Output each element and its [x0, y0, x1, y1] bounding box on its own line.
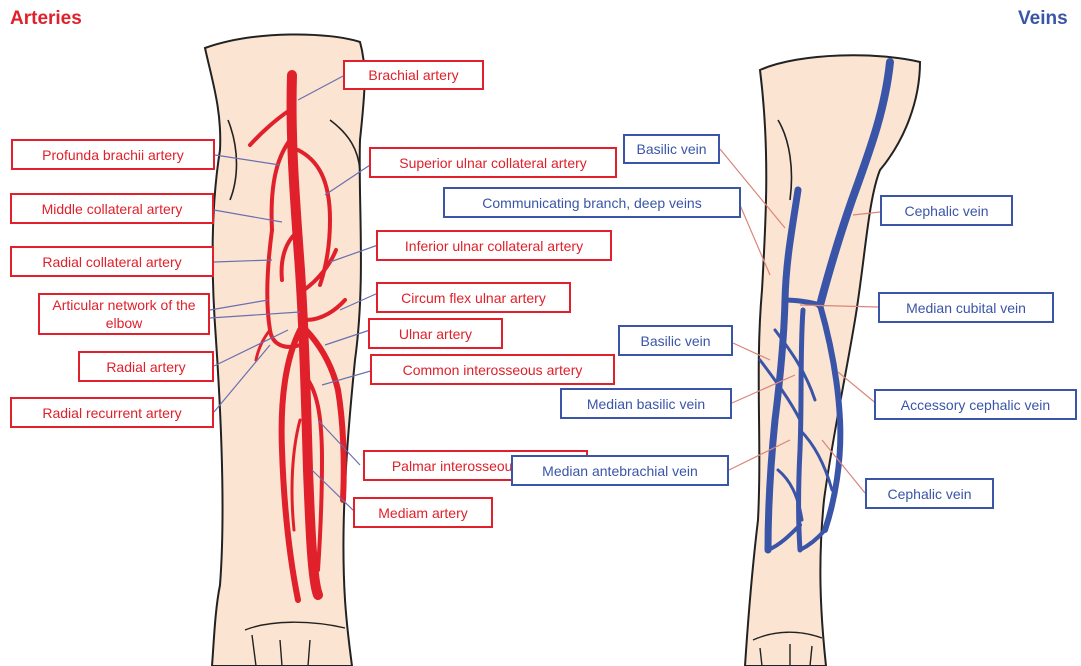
arteries-heading: Arteries — [10, 8, 82, 30]
label-mediam-artery: Mediam artery — [353, 497, 493, 528]
label-communicating-branch-deep-veins: Communicating branch, deep veins — [443, 187, 741, 218]
label-superior-ulnar-collateral-artery: Superior ulnar collateral artery — [369, 147, 617, 178]
label-median-basilic-vein: Median basilic vein — [560, 388, 732, 419]
label-ulnar-artery: Ulnar artery — [368, 318, 503, 349]
label-radial-collateral-artery: Radial collateral artery — [10, 246, 214, 277]
label-basilic-vein-lower: Basilic vein — [618, 325, 733, 356]
veins-heading: Veins — [1018, 8, 1068, 30]
label-common-interosseous-artery: Common interosseous artery — [370, 354, 615, 385]
label-median-antebrachial-vein: Median antebrachial vein — [511, 455, 729, 486]
label-basilic-vein-upper: Basilic vein — [623, 134, 720, 164]
label-radial-artery: Radial artery — [78, 351, 214, 382]
label-cephalic-vein-upper: Cephalic vein — [880, 195, 1013, 226]
label-radial-recurrent-artery: Radial recurrent artery — [10, 397, 214, 428]
label-cephalic-vein-lower: Cephalic vein — [865, 478, 994, 509]
label-middle-collateral-artery: Middle collateral artery — [10, 193, 214, 224]
label-brachial-artery: Brachial artery — [343, 60, 484, 90]
label-articular-network-elbow: Articular network of the elbow — [38, 293, 210, 335]
label-inferior-ulnar-collateral-artery: Inferior ulnar collateral artery — [376, 230, 612, 261]
label-profunda-brachii-artery: Profunda brachii artery — [11, 139, 215, 170]
label-circum-flex-ulnar-artery: Circum flex ulnar artery — [376, 282, 571, 313]
label-accessory-cephalic-vein: Accessory cephalic vein — [874, 389, 1077, 420]
left-arm — [205, 34, 365, 666]
label-median-cubital-vein: Median cubital vein — [878, 292, 1054, 323]
